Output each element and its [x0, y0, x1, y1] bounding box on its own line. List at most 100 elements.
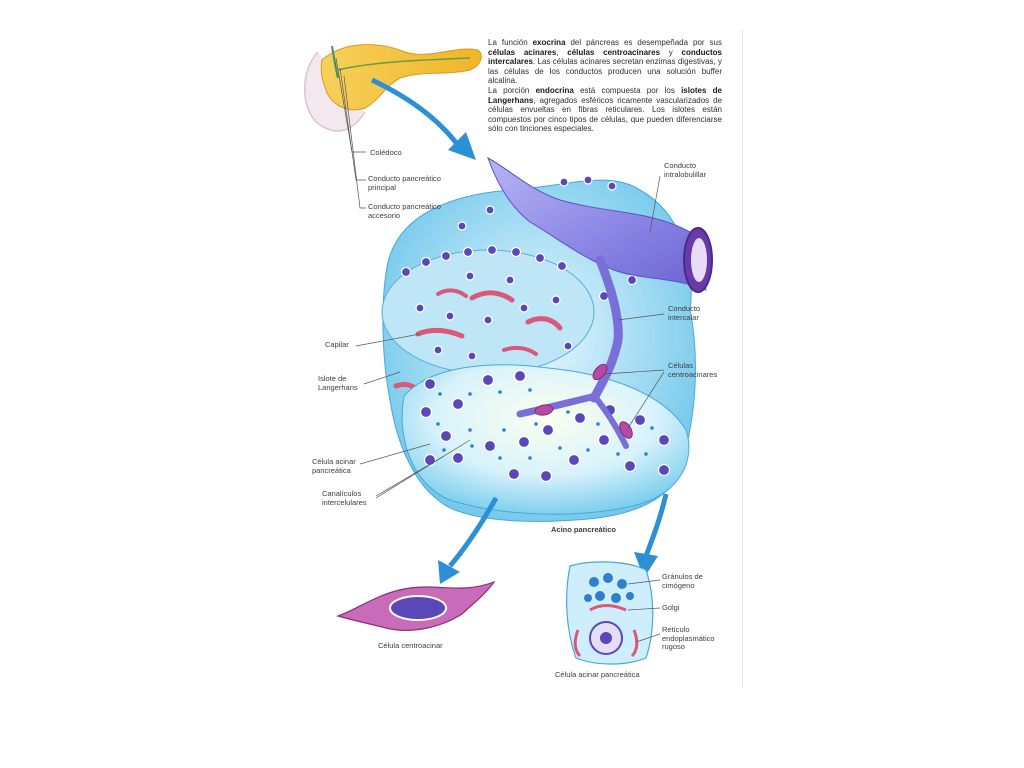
zymogen-granule	[584, 594, 592, 602]
leader-centroacinares	[603, 369, 665, 375]
capillary	[502, 345, 538, 356]
arrow-head	[448, 132, 476, 160]
leader-capilar	[355, 333, 421, 347]
nucleolus	[600, 632, 612, 644]
cell-nucleus	[465, 271, 475, 281]
intro-text-run: está compuesta por los	[573, 85, 682, 95]
zymogen-granule	[595, 591, 605, 601]
cell-nucleus	[513, 369, 527, 383]
cell-nucleus	[457, 221, 467, 231]
label-golgi: Golgi	[662, 603, 680, 612]
zymogen-granule	[589, 577, 599, 587]
zymogen-granule	[438, 392, 442, 396]
zoom-arrow-centroacinar	[448, 496, 499, 568]
zymogen-granule	[436, 422, 440, 426]
cell-nucleus	[462, 246, 474, 258]
label-line: rugoso	[662, 642, 685, 652]
zymogen-granule	[502, 428, 506, 432]
rough-endoplasmic-reticulum	[573, 629, 582, 658]
intro-text-run: , agregados esféricos ricamente vascular…	[488, 95, 722, 134]
zymogen-granule	[603, 573, 613, 583]
zymogen-granule	[498, 390, 502, 394]
intro-text-run: La porción	[488, 85, 536, 95]
term-celulas-centroacinares: células centroacinares	[567, 47, 661, 57]
zoom-arrow-tissue	[370, 77, 463, 150]
caption-celula-acinar-pancreatica: Célula acinar pancreática	[555, 670, 640, 679]
label-line: endoplasmático	[662, 633, 715, 643]
zymogen-granule	[528, 456, 532, 460]
zymogen-granule	[566, 410, 570, 414]
label-line: Canalículos	[322, 489, 362, 498]
label-line: cimógeno	[662, 580, 695, 590]
leader-intercalar	[617, 313, 665, 321]
label-line: intercelulares	[322, 497, 367, 507]
zymogen-granule	[498, 456, 502, 460]
term-celulas-acinares: células acinares	[488, 47, 557, 57]
bile-duct	[331, 45, 339, 79]
cell-nucleus	[420, 256, 432, 268]
cell-nucleus	[400, 266, 412, 278]
cell-nucleus	[657, 433, 671, 447]
cell-nucleus	[485, 205, 495, 215]
duct-lumen-inner	[691, 238, 707, 282]
label-line: Langerhans	[318, 382, 358, 392]
term-conductos-intercalares: conductos intercalares	[488, 47, 722, 67]
cell-nucleus	[451, 397, 465, 411]
acinar-region	[401, 364, 690, 515]
leader-conducto-accesorio	[343, 75, 366, 209]
intro-paragraph-endocrine: La porción endocrina está compuesta por …	[488, 86, 722, 134]
cell-nucleus	[551, 295, 561, 305]
intercalated-duct-branch	[593, 395, 629, 449]
leader-islote	[363, 371, 401, 385]
label-line: Islote de	[318, 374, 347, 383]
zymogen-granule	[596, 422, 600, 426]
rough-endoplasmic-reticulum	[630, 629, 639, 658]
leader-conducto-principal	[339, 67, 366, 181]
zymogen-granule	[528, 388, 532, 392]
cell-nucleus	[415, 303, 425, 313]
zymogen-granule	[586, 448, 590, 452]
label-line: intralobulillar	[664, 169, 707, 179]
label-line: Célula acinar	[312, 457, 356, 466]
cell-nucleus	[534, 252, 546, 264]
label-line: Conducto pancreático	[368, 202, 441, 211]
zymogen-granules-group	[436, 388, 654, 460]
leader-granulos	[627, 579, 661, 585]
centroacinar-cell	[592, 363, 608, 381]
zymogen-granule	[468, 392, 472, 396]
intercalated-duct	[589, 255, 623, 403]
cell-nucleus	[517, 435, 531, 449]
zymogen-granule	[558, 446, 562, 450]
main-pancreatic-duct	[337, 57, 471, 71]
intro-text-run: del páncreas es desempeñada por sus	[565, 38, 722, 47]
label-line: pancreática	[312, 465, 351, 475]
label-line: intercalar	[668, 312, 699, 322]
cell-nucleus	[445, 311, 455, 321]
cell-nucleus	[433, 345, 443, 355]
golgi-apparatus	[589, 604, 627, 612]
intro-paragraph-exocrine: La función exocrina del páncreas es dese…	[488, 38, 722, 86]
cell-nucleus	[626, 274, 638, 286]
zymogen-granule	[644, 452, 648, 456]
leader-golgi	[627, 607, 661, 611]
cell-nucleus	[507, 467, 521, 481]
label-line: Retículo	[662, 625, 690, 634]
label-acino-pancreatico: Acino pancreático	[551, 525, 617, 534]
intro-text-run: y	[660, 47, 682, 57]
leader-intralobulillar	[649, 175, 661, 233]
cell-nucleus	[481, 373, 495, 387]
cell-nucleus	[439, 429, 453, 443]
label-line: accesorio	[368, 210, 401, 220]
intro-text-run: La función	[488, 38, 533, 47]
pancreas-organ	[320, 44, 482, 111]
term-islotes-de-langerhans: islotes de Langerhans	[488, 85, 722, 105]
term-exocrina: exocrina	[532, 38, 566, 47]
zymogen-granule	[650, 426, 654, 430]
intro-text: La función exocrina del páncreas es dese…	[488, 38, 722, 134]
centroacinar-nucleus	[389, 595, 447, 621]
